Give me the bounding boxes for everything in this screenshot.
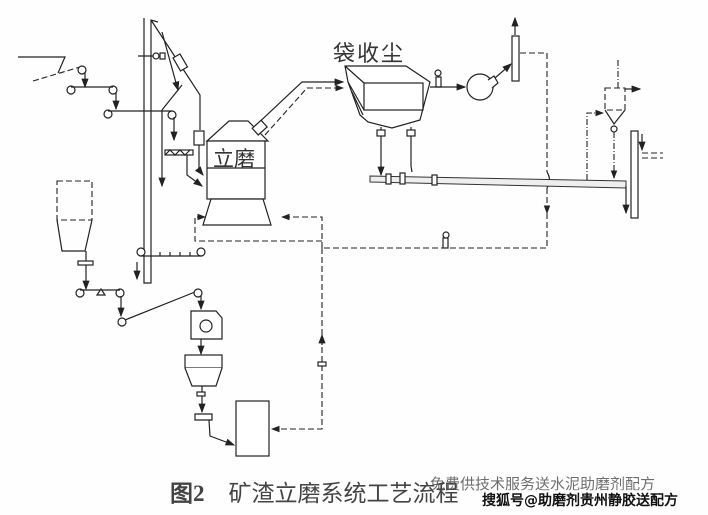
belt-conveyor-3 bbox=[75, 287, 205, 327]
bucket-elevator bbox=[133, 18, 206, 284]
storage-silo bbox=[56, 180, 94, 291]
product-elevator bbox=[622, 130, 663, 219]
feed-hopper bbox=[18, 56, 89, 89]
belt-conveyor-2 bbox=[103, 109, 178, 188]
watermark-line-1: 免费供技术服务送水泥助磨剂配方 bbox=[430, 475, 656, 493]
crusher bbox=[190, 310, 223, 356]
figure-number: 图2 bbox=[170, 481, 205, 506]
screw-conveyor bbox=[164, 149, 203, 187]
chimney-stack bbox=[322, 16, 551, 249]
bag-filter bbox=[344, 65, 431, 177]
vertical-mill bbox=[202, 78, 345, 226]
cyclone-separator bbox=[586, 60, 642, 180]
hot-gas-return bbox=[194, 213, 327, 433]
bag-filter-label: 袋收尘 bbox=[333, 42, 406, 67]
exhaust-fan bbox=[430, 63, 512, 101]
feed-bin bbox=[184, 354, 236, 446]
hot-air-furnace bbox=[235, 400, 270, 457]
belt-conveyor-1 bbox=[66, 85, 120, 111]
vertical-mill-label: 立磨 bbox=[213, 147, 255, 171]
watermark-line-2: 搜狐号@助磨剂贵州静胶送配方 bbox=[482, 490, 678, 510]
figure-caption: 图2 矿渣立磨系统工艺流程 bbox=[170, 474, 459, 508]
product-screw-conveyor bbox=[369, 172, 627, 189]
figure-title: 矿渣立磨系统工艺流程 bbox=[228, 481, 459, 507]
